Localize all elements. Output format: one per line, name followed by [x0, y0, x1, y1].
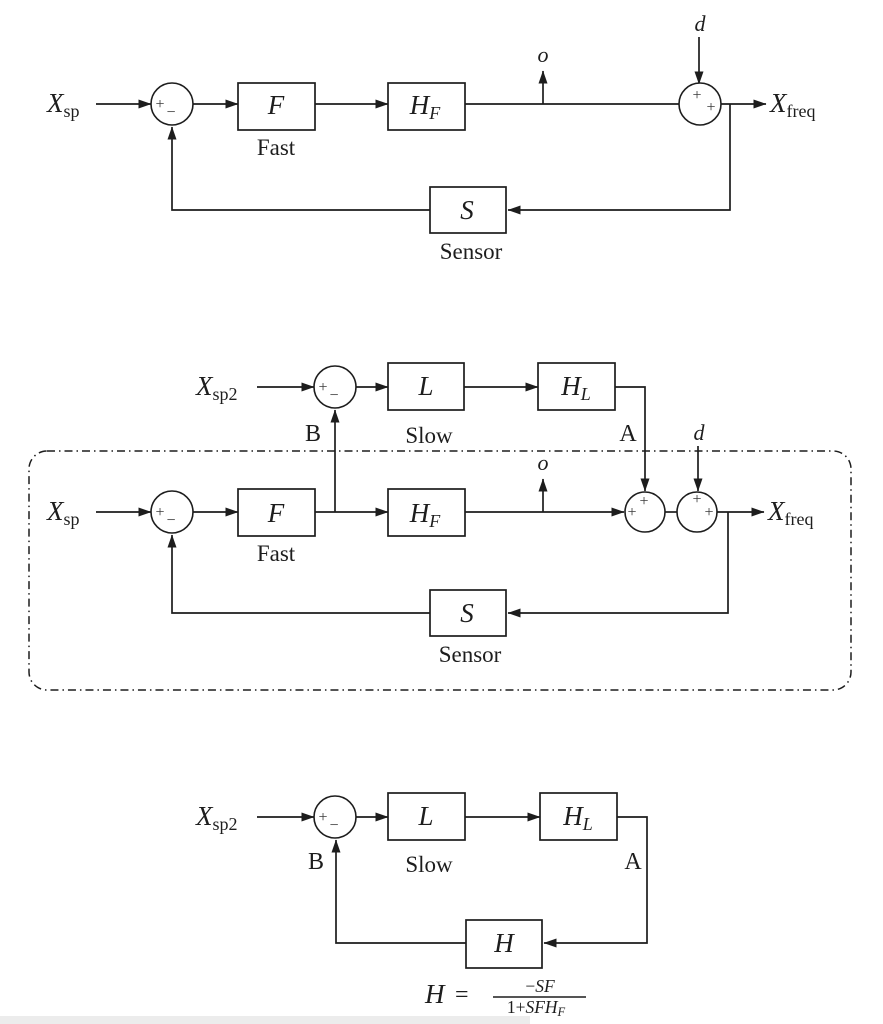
- block-hf-label-2: HF: [409, 498, 442, 531]
- block-hl: [537, 362, 616, 411]
- diagram-slow-loop: Xsp2 + − L Slow HL A B H H = −SF 1+SFHF: [195, 792, 648, 1019]
- sum-minus-sign: −: [166, 104, 175, 121]
- output-label-xfreq-2: Xfreq: [767, 496, 813, 529]
- slow-sum-minus: −: [329, 387, 338, 404]
- input-label-xsp-2: Xsp: [46, 496, 80, 529]
- block-hf-2: [387, 488, 466, 537]
- output-label-xfreq: Xfreq: [769, 88, 815, 121]
- block-hf: [387, 82, 466, 131]
- block-hl-label: HL: [560, 371, 591, 404]
- block-l: [387, 362, 465, 411]
- formula-lhs: H: [424, 979, 446, 1009]
- feedback-sensor-to-sum-2: [167, 534, 430, 614]
- block-f: [237, 82, 316, 131]
- disturbance2-label: d: [694, 420, 706, 445]
- block-h: [465, 919, 543, 969]
- block-h-label: H: [493, 928, 515, 958]
- input-label-xsp2-3: Xsp2: [195, 801, 238, 834]
- formula-h-equivalent: H = −SF 1+SFHF: [424, 976, 586, 1019]
- node-a-label: A: [619, 421, 637, 447]
- block-l-label: L: [417, 371, 433, 401]
- node-a-label-3: A: [624, 849, 642, 875]
- block-s-label: S: [460, 195, 474, 225]
- sum-minus-sign-2: −: [166, 512, 175, 529]
- sum-out-plus-right: +: [706, 99, 715, 116]
- block-s-caption: Sensor: [440, 239, 503, 264]
- sum-plus-sign: +: [155, 96, 164, 113]
- line-hl-to-sum-a: [615, 386, 650, 492]
- block-f-label-2: F: [267, 498, 285, 528]
- block-l-caption: Slow: [405, 423, 453, 448]
- feedback-sensor-to-sum: [167, 126, 430, 211]
- disturbance-label: d: [695, 11, 707, 36]
- tap-o-label-2: o: [538, 450, 549, 475]
- node-b-label-3: B: [308, 849, 324, 875]
- formula-denominator: 1+SFHF: [507, 997, 566, 1019]
- diagram-cascaded: Xsp2 + − L Slow HL A B d Xsp + − F Fast …: [28, 362, 852, 691]
- sum-a-plus-left: +: [627, 504, 636, 521]
- block-l-3: [387, 792, 466, 841]
- block-l-caption-3: Slow: [405, 852, 453, 877]
- line-hl-to-h: [543, 816, 648, 948]
- tap-o-label: o: [538, 42, 549, 67]
- block-hl-3: [539, 792, 618, 841]
- block-hf-label: HF: [409, 90, 442, 123]
- block-f-caption: Fast: [257, 135, 296, 160]
- footer-strip: [0, 1016, 530, 1024]
- block-f-caption-2: Fast: [257, 541, 296, 566]
- sum-d-plus-top: +: [692, 491, 701, 508]
- slow-sum-plus: +: [318, 379, 327, 396]
- block-s-caption-2: Sensor: [439, 642, 502, 667]
- block-f-label: F: [267, 90, 285, 120]
- sum-a-plus-top: +: [639, 493, 648, 510]
- block-f-2: [237, 488, 316, 537]
- input-label-xsp: Xsp: [46, 88, 80, 121]
- input-label-xsp2: Xsp2: [195, 371, 238, 404]
- sum-plus-sign-3: +: [318, 809, 327, 826]
- fast-loop-boundary-box: [28, 450, 852, 691]
- feedback-tap-to-sensor-2: [507, 512, 729, 618]
- sum-d-plus-right: +: [704, 504, 713, 521]
- sum-minus-sign-3: −: [329, 817, 338, 834]
- feedback-tap-to-sensor: [507, 104, 731, 215]
- sum-plus-sign-2: +: [155, 504, 164, 521]
- formula-numerator: −SF: [525, 976, 555, 996]
- block-s: [429, 186, 507, 234]
- feedback-h-to-sum-3: [331, 839, 466, 944]
- sum-out-plus-top: +: [692, 87, 701, 104]
- formula-equals: =: [455, 982, 469, 1008]
- block-l-label-3: L: [417, 801, 433, 831]
- node-b-label: B: [305, 421, 321, 447]
- diagram-fast-loop: Xsp + − F Fast HF o d + + Xfreq S Sensor: [46, 11, 815, 264]
- block-hl-label-3: HL: [562, 801, 593, 834]
- block-s-label-2: S: [460, 598, 474, 628]
